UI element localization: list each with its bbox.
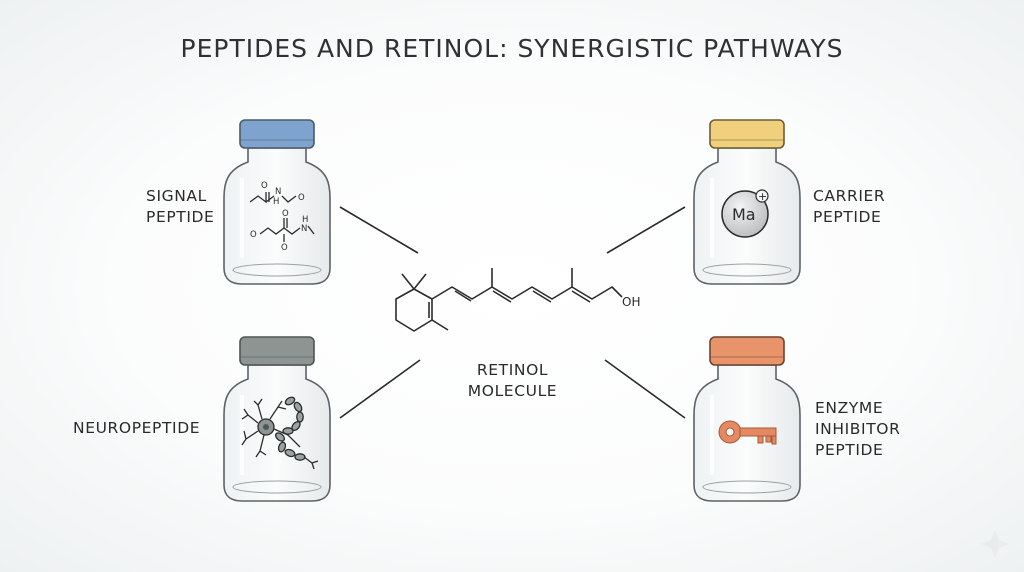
svg-text:O: O <box>250 230 257 240</box>
metal-ion-icon: Ma + <box>721 189 769 238</box>
svg-text:O: O <box>261 181 268 191</box>
neuron-icon <box>241 396 319 470</box>
jar-lid <box>709 119 785 149</box>
jar-lid <box>239 336 315 366</box>
key-icon <box>718 420 777 445</box>
svg-text:O: O <box>298 193 305 203</box>
signal-peptide-jar: H N O O O O N H O <box>223 119 331 285</box>
svg-text:O: O <box>281 243 288 253</box>
sparkle-icon <box>981 530 1009 558</box>
enzyme-inhibitor-label: ENZYME INHIBITOR PEPTIDE <box>815 399 901 459</box>
connector-lines <box>339 206 686 419</box>
neuropeptide-label: NEUROPEPTIDE <box>73 419 201 437</box>
svg-text:H: H <box>273 197 279 207</box>
jar-body <box>223 147 331 285</box>
enzyme-inhibitor-jar <box>693 336 801 502</box>
connector-enzyme <box>604 359 686 419</box>
diagram-title: PEPTIDES AND RETINOL: SYNERGISTIC PATHWA… <box>180 34 844 63</box>
svg-text:O: O <box>282 209 289 219</box>
connector-carrier <box>606 206 686 254</box>
carrier-peptide-jar: Ma + <box>693 119 801 285</box>
retinol-molecule-structure: OH <box>395 268 640 332</box>
svg-text:H: H <box>302 215 308 225</box>
peptide-structure-icon: H N O O O O N H O <box>249 181 315 253</box>
retinol-molecule-label: RETINOL MOLECULE <box>467 361 558 400</box>
jar-lid <box>709 336 785 366</box>
signal-peptide-label: SIGNAL PEPTIDE <box>146 187 215 226</box>
jar-lid <box>239 119 315 149</box>
connector-signal <box>339 206 419 254</box>
svg-text:N: N <box>301 224 307 234</box>
connector-neuro <box>339 359 421 419</box>
svg-text:N: N <box>275 187 281 197</box>
ion-charge: + <box>758 190 767 203</box>
ion-symbol: Ma <box>732 205 756 224</box>
oh-label: OH <box>622 295 640 309</box>
neuropeptide-jar <box>223 336 331 502</box>
carrier-peptide-label: CARRIER PEPTIDE <box>813 187 886 226</box>
